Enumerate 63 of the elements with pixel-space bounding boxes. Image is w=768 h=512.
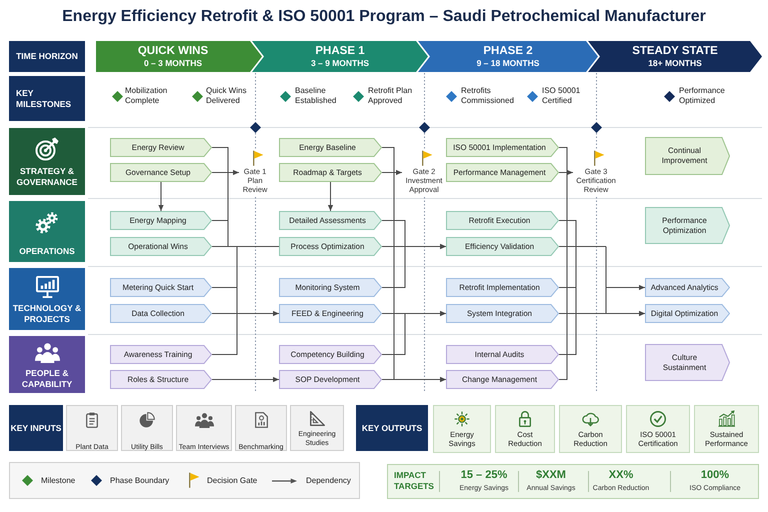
input-card bbox=[176, 405, 232, 451]
phase-title: QUICK WINS bbox=[138, 45, 208, 58]
target-value: 15 – 25% bbox=[460, 469, 508, 482]
output-card bbox=[495, 405, 555, 453]
phase-title: PHASE 2 bbox=[483, 45, 533, 58]
lane-title: STRATEGY & GOVERNANCE bbox=[16, 166, 78, 188]
arrow bbox=[558, 310, 646, 316]
output-card bbox=[559, 405, 622, 453]
impact-heading: IMPACT TARGETS bbox=[394, 470, 435, 492]
connector-line bbox=[558, 147, 568, 380]
phase-duration: 18+ MONTHS bbox=[648, 58, 702, 68]
input-card bbox=[121, 405, 173, 451]
phase-banner bbox=[96, 41, 262, 72]
milestone-label: Baseline Established bbox=[295, 86, 338, 106]
legend-label: Phase Boundary bbox=[110, 476, 170, 485]
legend-label: Milestone bbox=[41, 476, 76, 485]
section-header: TIME HORIZON bbox=[9, 41, 85, 72]
output-card bbox=[433, 405, 491, 453]
arrow bbox=[212, 376, 280, 382]
lane-header bbox=[9, 128, 85, 195]
target-value: $XXM bbox=[536, 469, 566, 482]
connector-line bbox=[212, 246, 280, 355]
target-value: XX% bbox=[608, 469, 634, 482]
input-card bbox=[235, 405, 287, 451]
target-value: 100% bbox=[700, 469, 730, 482]
milestone-label: Retrofit Plan Approved bbox=[368, 86, 414, 106]
lane-title: PEOPLE & CAPABILITY bbox=[20, 368, 74, 390]
section-header: KEY OUTPUTS bbox=[356, 405, 428, 451]
lane-title: TECHNOLOGY & PROJECTS bbox=[12, 303, 82, 325]
arrow bbox=[382, 170, 402, 176]
phase-duration: 3 – 9 MONTHS bbox=[310, 58, 370, 68]
milestone-label: Quick Wins Delivered bbox=[206, 86, 248, 106]
arrow bbox=[212, 170, 240, 176]
legend-label: Decision Gate bbox=[207, 476, 258, 485]
lane-header bbox=[9, 268, 85, 330]
phase-title: PHASE 1 bbox=[315, 45, 365, 58]
lane-title: OPERATIONS bbox=[19, 246, 75, 257]
phase-duration: 9 – 18 MONTHS bbox=[476, 58, 540, 68]
arrow bbox=[328, 182, 334, 212]
arrow bbox=[382, 310, 446, 355]
arrow bbox=[382, 244, 446, 288]
diagram-title: Energy Efficiency Retrofit & ISO 50001 Program – Saudi Petrochemical Manufacturer bbox=[62, 7, 706, 27]
input-card bbox=[66, 405, 118, 451]
section-header: KEY MILESTONES bbox=[9, 76, 85, 121]
arrow bbox=[558, 170, 574, 176]
lane-header bbox=[9, 336, 85, 393]
arrow bbox=[382, 376, 446, 382]
connector-line bbox=[558, 246, 606, 355]
milestone-label: Performance Optimized bbox=[679, 86, 726, 106]
milestone-label: Mobilization Complete bbox=[125, 86, 168, 106]
section-header: KEY INPUTS bbox=[9, 405, 63, 451]
lane-header bbox=[9, 201, 85, 262]
impact-targets-panel bbox=[387, 464, 759, 499]
milestone-label: Retrofits Commissioned bbox=[461, 86, 515, 106]
legend-label: Dependency bbox=[306, 476, 351, 485]
phase-title: STEADY STATE bbox=[632, 45, 718, 58]
milestone-label: ISO 50001 Certified bbox=[542, 86, 582, 106]
phase-duration: 0 – 3 MONTHS bbox=[144, 58, 202, 68]
output-card bbox=[694, 405, 759, 453]
arrow bbox=[158, 182, 164, 212]
output-card bbox=[626, 405, 690, 453]
arrow bbox=[212, 310, 280, 316]
input-card bbox=[290, 405, 344, 451]
